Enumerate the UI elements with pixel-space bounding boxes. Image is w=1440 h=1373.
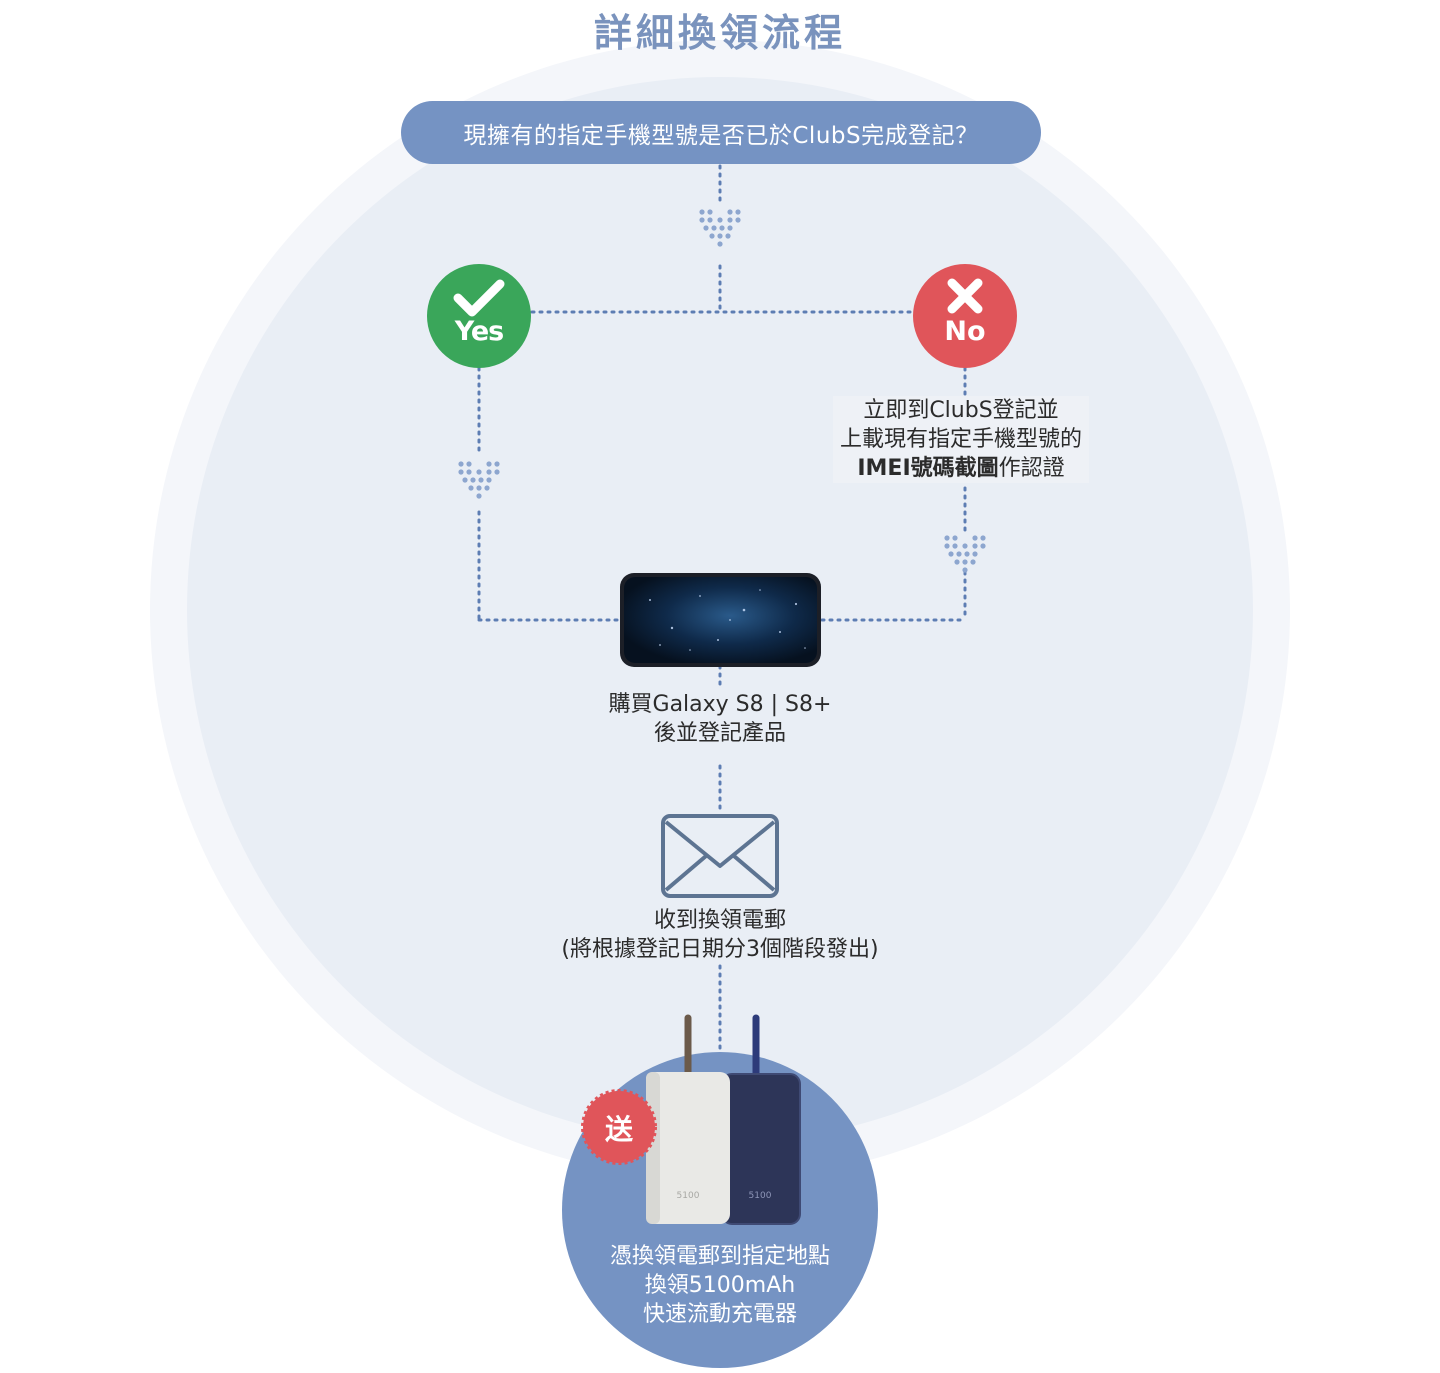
gift-line-2: 換領5100mAh — [644, 1273, 796, 1298]
no-label: No — [944, 316, 986, 347]
phone-line-2: 後並登記產品 — [653, 721, 786, 746]
mail-step-label: 收到換領電郵 (將根據登記日期分3個階段發出) — [500, 906, 940, 964]
capacity-label-white: 5100 — [677, 1191, 700, 1201]
arrow-down-icon — [458, 209, 986, 573]
no-node — [913, 264, 1017, 368]
imei-highlight: IMEI號碼截圖 — [857, 456, 999, 481]
no-line-2: 上載現有指定手機型號的 — [839, 427, 1082, 452]
phone-image — [620, 573, 821, 667]
gift-badge — [581, 1089, 657, 1165]
gift-line-3: 快速流動充電器 — [642, 1302, 797, 1327]
mail-line-2: (將根據登記日期分3個階段發出) — [561, 937, 879, 962]
cross-icon — [947, 278, 983, 314]
check-icon — [453, 279, 505, 317]
no-instructions: 立即到ClubS登記並 上載現有指定手機型號的 IMEI號碼截圖作認證 — [833, 396, 1089, 483]
phone-line-1: 購買Galaxy S8 | S8+ — [608, 692, 832, 717]
power-bank-image: 5100 5100 — [646, 1014, 801, 1225]
no-line-3-rest: 作認證 — [998, 456, 1065, 481]
yes-node — [427, 264, 531, 368]
capacity-label-navy: 5100 — [749, 1191, 772, 1201]
no-line-1: 立即到ClubS登記並 — [863, 398, 1059, 423]
gift-badge-text: 送 — [604, 1113, 633, 1146]
gift-label: 憑換領電郵到指定地點 換領5100mAh 快速流動充電器 — [570, 1242, 870, 1329]
question-banner: 現擁有的指定手機型號是否已於ClubS完成登記？ — [401, 101, 1041, 164]
phone-step-label: 購買Galaxy S8 | S8+ 後並登記產品 — [540, 690, 900, 748]
envelope-icon — [661, 814, 779, 898]
yes-label: Yes — [454, 316, 504, 347]
gift-line-1: 憑換領電郵到指定地點 — [609, 1244, 830, 1269]
mail-line-1: 收到換領電郵 — [653, 908, 786, 933]
no-line-3: IMEI號碼截圖作認證 — [833, 454, 1089, 483]
page-title: 詳細換領流程 — [593, 11, 846, 55]
question-text: 現擁有的指定手機型號是否已於ClubS完成登記？ — [463, 122, 979, 149]
